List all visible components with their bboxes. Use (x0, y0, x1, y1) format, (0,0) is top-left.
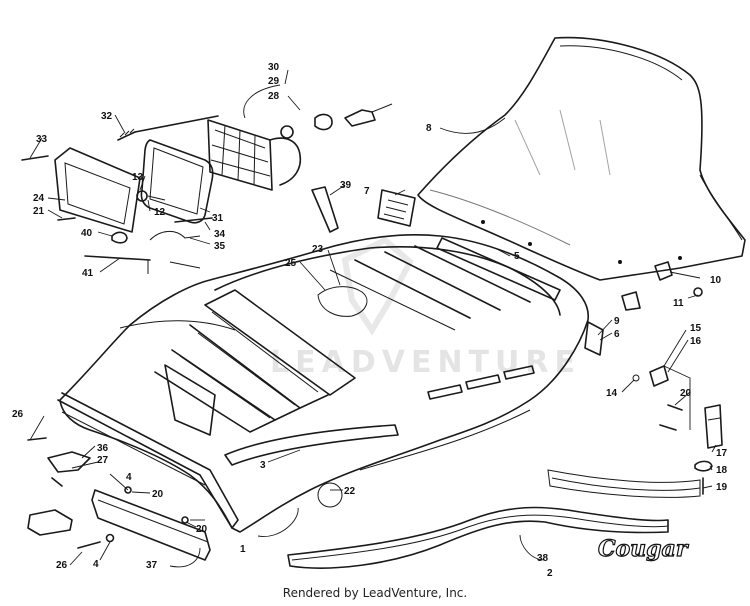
part-label: 4 (93, 559, 99, 570)
part-label: 23 (312, 244, 324, 255)
hood-shell (57, 234, 589, 533)
part-label: 24 (33, 193, 45, 204)
part-label: 2 (547, 568, 553, 579)
part-label: 12 (154, 207, 166, 218)
part-label: 21 (33, 206, 45, 217)
part-label: 20 (196, 524, 208, 535)
watermark: LEADVENTURE (270, 236, 581, 380)
part-label: 18 (716, 465, 728, 476)
part-label: 31 (212, 213, 224, 224)
part-label: 26 (56, 560, 68, 571)
part-label: 7 (364, 186, 370, 197)
part-label: 32 (101, 111, 113, 122)
part-label: 3 (260, 460, 266, 471)
part-label: 10 (710, 275, 722, 286)
part-label: 14 (606, 388, 618, 399)
part-label: 6 (614, 329, 620, 340)
leader-lines (29, 69, 717, 568)
part-label: 1 (240, 544, 246, 555)
part-label: 11 (673, 298, 684, 309)
part-label: 30 (268, 62, 280, 73)
part-label: 35 (214, 241, 226, 252)
headlight-assembly (21, 84, 393, 274)
part-label: 28 (268, 91, 280, 102)
part-label: 15 (690, 323, 702, 334)
part-label: 20 (152, 489, 164, 500)
part-label: 19 (716, 482, 728, 493)
part-label: 33 (36, 134, 48, 145)
part-label: 39 (340, 180, 352, 191)
watermark-text: LEADVENTURE (270, 345, 581, 380)
part-label: 16 (690, 336, 702, 347)
part-label: 34 (214, 229, 226, 240)
part-label: 13 (132, 172, 144, 183)
part-label: 17 (716, 448, 728, 459)
part-label: 27 (97, 455, 109, 466)
part-label: 20 (680, 388, 692, 399)
part-label: 9 (614, 316, 620, 327)
part-label: 40 (81, 228, 93, 239)
cougar-decal-text: Cougar (598, 536, 689, 562)
windshield (417, 36, 746, 281)
part-label: 8 (426, 123, 432, 134)
part-label: 29 (268, 76, 280, 87)
part-label: 38 (537, 553, 549, 564)
bumper-brackets (27, 437, 211, 561)
part-label: 36 (97, 443, 109, 454)
part-label: 37 (146, 560, 158, 571)
part-label: 5 (514, 251, 520, 262)
small-hardware (311, 186, 723, 495)
side-stripe-decal: Cougar (287, 469, 701, 569)
part-label: 26 (12, 409, 24, 420)
part-number-labels: 1 2 3 4 4 5 6 7 8 9 10 11 12 13 14 15 16… (12, 62, 728, 579)
part-label: 41 (82, 268, 94, 279)
part-label: 22 (344, 486, 356, 497)
part-label: 4 (126, 472, 132, 483)
part-label: 25 (285, 258, 297, 269)
render-credit: Rendered by LeadVenture, Inc. (282, 586, 468, 600)
